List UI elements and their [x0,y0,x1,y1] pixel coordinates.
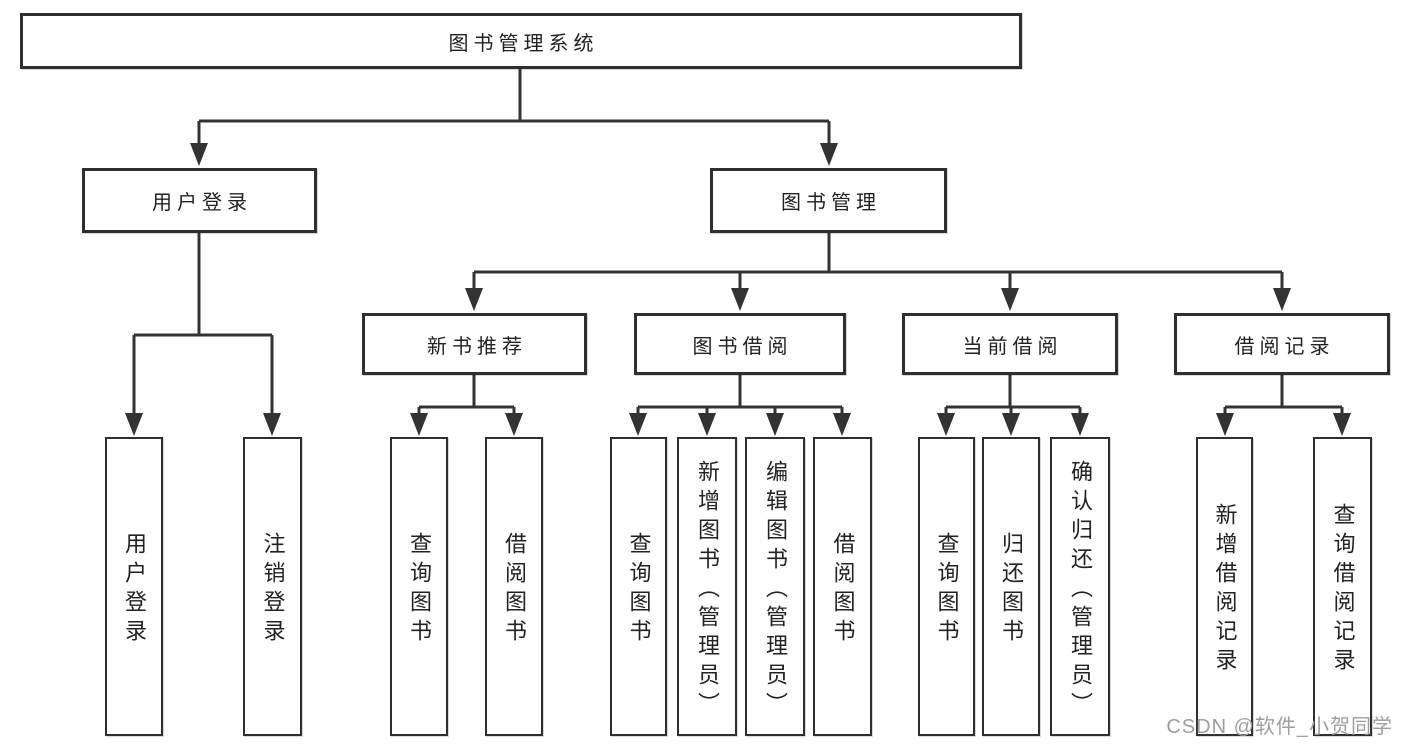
leaf-logout: 注销登录 [243,437,302,736]
node-library-system: 图书管理系统 [20,13,1022,69]
node-book-borrowing-label: 图书借阅 [692,335,793,358]
leaf-add-books-admin-label: 新增图书（管理员） [695,459,720,721]
node-library-system-label: 图书管理系统 [448,32,599,55]
leaf-query-books-current-label: 查询图书 [934,532,960,648]
leaf-confirm-return-admin-label: 确认归还（管理员） [1068,459,1093,721]
node-borrowing-records: 借阅记录 [1174,313,1390,375]
node-borrowing-records-label: 借阅记录 [1234,335,1335,358]
node-new-book-recommend-label: 新书推荐 [427,335,527,358]
leaf-borrow-books: 借阅图书 [813,437,872,736]
csdn-watermark: CSDN @软件_小贺同学 [1166,716,1393,738]
leaf-query-books-current: 查询图书 [918,437,975,736]
leaf-query-books-recommend: 查询图书 [390,437,448,736]
leaf-borrow-books-label: 借阅图书 [830,532,856,648]
node-book-borrowing: 图书借阅 [634,313,846,375]
leaf-borrow-books-recommend: 借阅图书 [485,437,543,736]
leaf-return-books-label: 归还图书 [999,532,1024,648]
node-current-borrowing: 当前借阅 [902,313,1118,375]
node-current-borrowing-label: 当前借阅 [962,335,1063,358]
leaf-add-borrow-record-label: 新增借阅记录 [1212,503,1238,677]
leaf-user-login-label: 用户登录 [122,532,147,648]
leaf-logout-label: 注销登录 [260,532,286,648]
leaf-add-books-admin: 新增图书（管理员） [677,437,737,736]
leaf-query-borrow-record-label: 查询借阅记录 [1330,503,1356,677]
node-new-book-recommend: 新书推荐 [362,313,587,375]
leaf-add-borrow-record: 新增借阅记录 [1196,437,1253,736]
leaf-query-books-borrow-label: 查询图书 [626,532,652,648]
node-book-management: 图书管理 [710,168,947,233]
leaf-edit-books-admin-label: 编辑图书（管理员） [763,459,788,721]
leaf-query-borrow-record: 查询借阅记录 [1313,437,1372,736]
leaf-user-login: 用户登录 [105,437,163,736]
leaf-query-books-recommend-label: 查询图书 [407,532,432,648]
node-book-management-label: 图书管理 [781,192,881,214]
leaf-query-books-borrow: 查询图书 [610,437,667,736]
leaf-borrow-books-recommend-label: 借阅图书 [502,532,527,648]
leaf-confirm-return-admin: 确认归还（管理员） [1050,437,1110,736]
node-user-login-label: 用户登录 [152,192,252,214]
node-user-login: 用户登录 [82,168,317,233]
leaf-return-books: 归还图书 [982,437,1040,736]
leaf-edit-books-admin: 编辑图书（管理员） [745,437,805,736]
